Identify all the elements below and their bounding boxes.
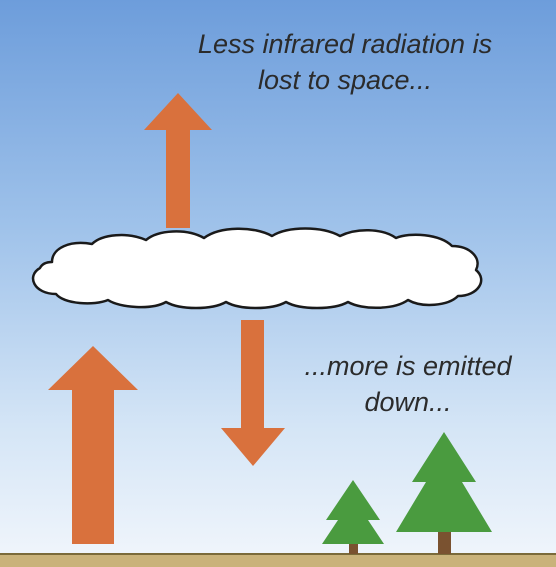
bottom-caption-line-2: down... bbox=[364, 387, 452, 417]
cloud-icon bbox=[31, 227, 483, 310]
top-caption-line-1: Less infrared radiation is bbox=[197, 29, 493, 59]
bottom-caption-line-1: ...more is emitted bbox=[304, 351, 512, 381]
pine-tree-icon bbox=[396, 432, 492, 554]
ground bbox=[0, 554, 556, 567]
pine-tree-icon bbox=[322, 480, 384, 554]
upward-arrow-to-space bbox=[144, 93, 212, 228]
bottom-caption: ...more is emitted down... bbox=[268, 348, 548, 420]
top-caption-line-2: lost to space... bbox=[257, 65, 433, 95]
upward-arrow-from-surface bbox=[48, 346, 138, 544]
top-caption: Less infrared radiation is lost to space… bbox=[150, 26, 540, 98]
downward-arrow-emitted-down bbox=[221, 320, 285, 466]
